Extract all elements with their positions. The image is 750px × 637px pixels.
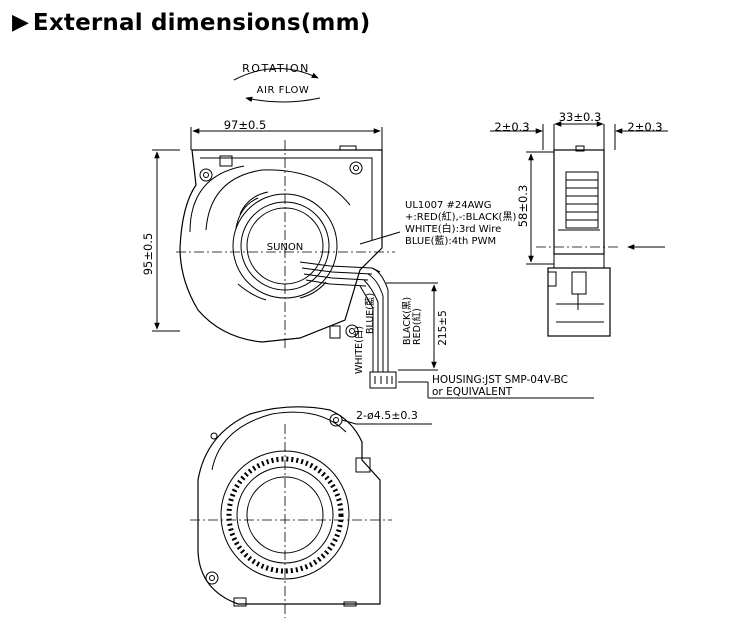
side-margin-left-label: 2±0.3 bbox=[494, 120, 529, 134]
air-flow-label: AIR FLOW bbox=[257, 85, 310, 96]
air-flow-arrow-icon bbox=[245, 96, 321, 103]
side-view bbox=[490, 121, 668, 337]
brand-logo-label: SUNON bbox=[267, 242, 304, 253]
equivalent-label: or EQUIVALENT bbox=[432, 386, 513, 398]
lead-length-label: 215±5 bbox=[437, 310, 449, 346]
black-wire-label: BLACK(黑) bbox=[402, 297, 413, 345]
side-height-label: 58±0.3 bbox=[516, 185, 530, 228]
wire-blue-label: BLUE(藍):4th PWM bbox=[405, 234, 496, 247]
side-depth-label: 33±0.3 bbox=[559, 110, 602, 124]
wire-red-black-label: +:RED(紅),-:BLACK(黑) bbox=[405, 211, 516, 223]
front-view bbox=[152, 127, 594, 399]
triangle-marker-icon: ▶ bbox=[12, 10, 29, 35]
rotation-arrow-icon bbox=[233, 68, 319, 81]
red-wire-label: RED(紅) bbox=[412, 308, 423, 345]
section-heading: ▶ External dimensions(mm) bbox=[12, 6, 370, 40]
rotation-indicator: ROTATION AIR FLOW bbox=[233, 62, 321, 103]
cable-spec-label: UL1007 #24AWG bbox=[405, 200, 492, 211]
wire-white-label: WHITE(白):3rd Wire bbox=[405, 222, 501, 235]
side-margin-right-label: 2±0.3 bbox=[627, 120, 662, 134]
hole-dimension-label: 2-ø4.5±0.3 bbox=[356, 409, 418, 422]
back-view bbox=[190, 406, 432, 618]
housing-label: HOUSING:JST SMP-04V-BC bbox=[432, 374, 568, 386]
rotation-label: ROTATION bbox=[242, 62, 310, 75]
white-wire-label: WHITE(白) bbox=[353, 326, 365, 374]
width-dimension-label: 97±0.5 bbox=[224, 118, 267, 132]
heading-title: External dimensions(mm) bbox=[32, 10, 371, 36]
height-dimension-label: 95±0.5 bbox=[141, 233, 155, 276]
blue-wire-label: BLUE(藍) bbox=[364, 293, 376, 334]
